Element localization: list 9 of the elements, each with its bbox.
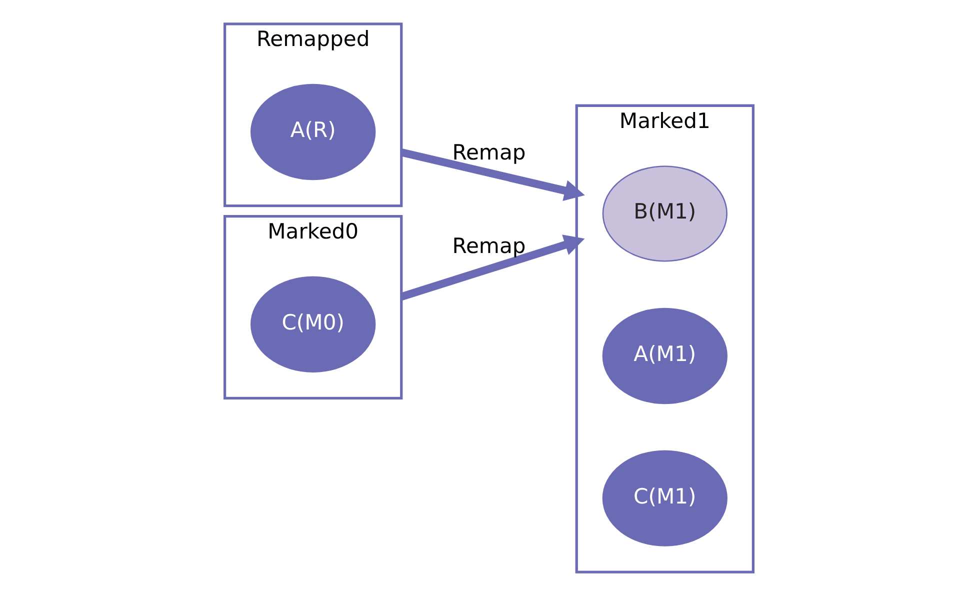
arrow — [400, 234, 584, 301]
node-ellipse: A(R) — [250, 84, 376, 180]
edge-label: Remap — [452, 232, 526, 258]
node-ellipse: C(M0) — [250, 276, 376, 372]
node-ellipse: B(M1) — [602, 166, 727, 262]
arrow — [400, 148, 584, 202]
node-ellipse: A(M1) — [602, 308, 727, 404]
edge-label: Remap — [452, 139, 526, 164]
node-ellipse: C(M1) — [602, 450, 727, 546]
